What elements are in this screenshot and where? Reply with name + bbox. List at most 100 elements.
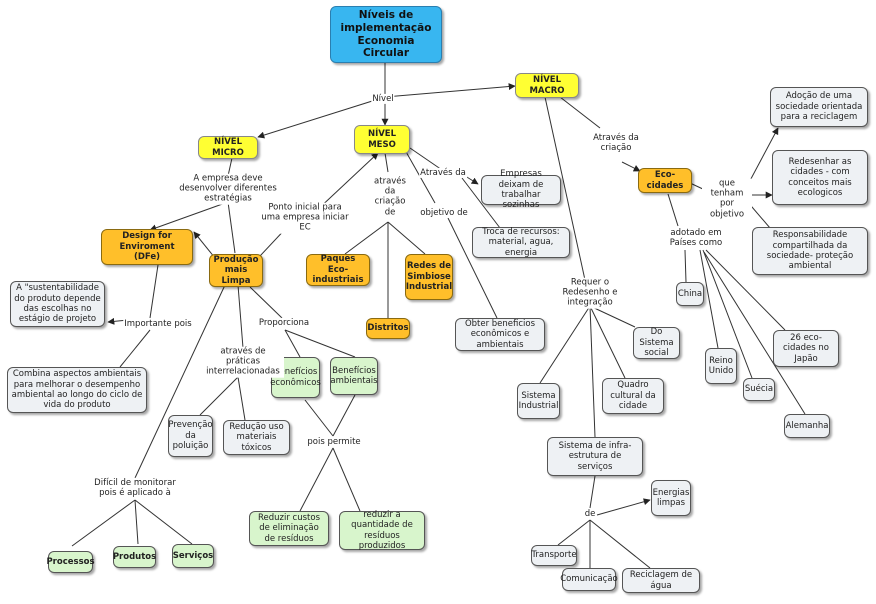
node-quadro-cultural[interactable]: Quadro cultural da cidade (602, 378, 664, 414)
link-label-praticas-text: através de práticas interrelacionadas (206, 346, 280, 378)
link-label-atraves-da: Através da (419, 167, 467, 179)
node-sistema-industrial-text: Sistema Industrial (518, 390, 559, 411)
node-responsabilidade-text: Responsabilidade compartilhada da socied… (766, 230, 854, 272)
node-suecia[interactable]: Suécia (743, 378, 775, 401)
link-label-requer-text: Requer o Redesenho e integração (562, 277, 618, 309)
node-sistema-social-text: Do Sistema social (639, 327, 674, 359)
node-paques-eco-industriais[interactable]: Paques Eco-industriais (306, 254, 370, 286)
node-ben-economicos-text: Benefícios econômicos (270, 367, 321, 388)
link-label-pois-permite: pois permite (306, 436, 362, 448)
node-reduzir-custos[interactable]: Reduzir custos de eliminação de resíduos (249, 511, 329, 546)
node-producao-text: Produção mais Limpa (213, 254, 259, 286)
node-responsabilidade[interactable]: Responsabilidade compartilhada da socied… (752, 227, 868, 275)
node-paques-text: Paques Eco-industriais (312, 254, 364, 286)
link-label-dificil: Difícil de monitorar pois é aplicado à (93, 477, 177, 499)
node-reduzir-custos-text: Reduzir custos de eliminação de resíduos (257, 512, 320, 544)
node-obter-beneficios[interactable]: Obter beneficios econômicos e ambientais (455, 318, 545, 351)
node-sustentabilidade-text: A "sustentabilidade do produto depende d… (14, 283, 101, 325)
node-nivel-macro-text: NÍVEL MACRO (529, 75, 565, 96)
node-producao-mais-limpa[interactable]: Produção mais Limpa (209, 254, 263, 287)
node-reducao-uso[interactable]: Redução uso materiais tóxicos (223, 420, 290, 455)
node-nivel-micro[interactable]: NÍVEL MICRO (198, 136, 258, 159)
node-energias-text: Energias limpas (652, 487, 690, 508)
node-reino-unido[interactable]: Reino Unido (705, 348, 737, 384)
link-label-empresa-deve-text: A empresa deve desenvolver diferentes es… (179, 173, 277, 205)
node-reciclagem-text: Reciclagem de água (629, 570, 693, 591)
node-produtos[interactable]: Produtos (113, 546, 156, 568)
node-distritos[interactable]: Distritos (366, 318, 410, 339)
node-sistema-industrial[interactable]: Sistema Industrial (517, 383, 560, 419)
node-redesenhar-text: Redesenhar as cidades - com conceitos ma… (788, 156, 852, 198)
node-energias-limpas[interactable]: Energias limpas (651, 480, 691, 516)
node-nivel-meso[interactable]: NÍVEL MESO (354, 125, 410, 154)
node-eco-cidades[interactable]: Eco-cidades (638, 168, 692, 193)
node-alemanha[interactable]: Alemanha (784, 414, 830, 438)
node-eco-cidades-japao[interactable]: 26 eco-cidades no Japão (773, 330, 839, 367)
node-transporte[interactable]: Transporte (531, 545, 577, 566)
node-ben-ambientais-text: Benefícios ambientais (330, 365, 378, 386)
node-servicos[interactable]: Serviços (172, 544, 214, 568)
node-distritos-text: Distritos (367, 323, 409, 334)
node-redes-simbiose[interactable]: Redes de Simbiose Industrial (405, 254, 453, 300)
link-label-requer: Requer o Redesenho e integração (554, 277, 626, 309)
link-label-atraves-criacao-meso: através da criação de (369, 176, 411, 218)
node-alemanha-text: Alemanha (785, 420, 829, 431)
node-comunicacao-text: Comunicação (560, 574, 618, 585)
node-design-for-environment[interactable]: Design for Enviroment (DFe) (101, 229, 193, 265)
node-reduzir-quantidade[interactable]: reduzir a quantidade de resíduos produzi… (339, 509, 425, 551)
link-label-praticas: através de práticas interrelacionadas (202, 346, 284, 378)
node-quadro-cultural-text: Quadro cultural da cidade (610, 380, 656, 412)
link-label-atraves-criacao-macro: Através da criação (589, 132, 643, 154)
node-comunicacao[interactable]: Comunicação (560, 568, 618, 591)
node-adocao-sociedade[interactable]: Adoção de uma sociedade orientada para a… (770, 87, 868, 127)
node-redesenhar-cidades[interactable]: Redesenhar as cidades - com conceitos ma… (772, 150, 868, 205)
node-processos[interactable]: Processos (46, 551, 95, 573)
node-troca-recursos[interactable]: Troca de recursos: material, agua, energ… (472, 227, 570, 258)
node-combina-aspectos[interactable]: Combina aspectos ambientais para melhora… (7, 367, 147, 413)
node-do-sistema-social[interactable]: Do Sistema social (633, 327, 680, 359)
node-prevencao-text: Prevenção da poluição (168, 420, 213, 452)
node-eco-cidades-text: Eco-cidades (646, 170, 684, 191)
node-reciclagem-agua[interactable]: Reciclagem de água (622, 568, 700, 593)
link-label-de: de (583, 508, 597, 520)
node-reduzir-qtd-text: reduzir a quantidade de resíduos produzi… (351, 509, 413, 551)
node-adocao-text: Adoção de uma sociedade orientada para a… (775, 91, 863, 123)
node-processos-text: Processos (46, 556, 95, 567)
link-label-empresa-deve: A empresa deve desenvolver diferentes es… (174, 173, 282, 205)
node-obter-text: Obter beneficios econômicos e ambientais (464, 318, 536, 350)
node-prevencao-poluicao[interactable]: Prevenção da poluição (168, 415, 213, 457)
link-label-atraves-criacao-meso-text: através da criação de (374, 176, 406, 218)
node-design-text: Design for Enviroment (DFe) (119, 231, 175, 263)
link-label-proporciona: Proporciona (257, 317, 311, 329)
node-suecia-text: Suécia (744, 384, 774, 395)
link-label-dificil-text: Difícil de monitorar pois é aplicado à (94, 477, 176, 498)
node-china[interactable]: China (676, 282, 704, 306)
node-infra-text: Sistema de infra-estrutura de serviços (558, 440, 632, 472)
node-empresas-deixam-text: Empresas deixam de trabalhar sozinhas (498, 169, 544, 211)
link-label-nivel: Nível (371, 93, 395, 105)
node-empresas-deixam[interactable]: Empresas deixam de trabalhar sozinhas (481, 169, 561, 210)
node-sustentabilidade[interactable]: A "sustentabilidade do produto depende d… (10, 281, 105, 327)
link-label-atraves-criacao-macro-text: Através da criação (593, 132, 639, 153)
node-nivel-micro-text: NÍVEL MICRO (212, 137, 244, 158)
node-combina-text: Combina aspectos ambientais para melhora… (11, 369, 143, 411)
node-nivel-meso-text: NÍVEL MESO (367, 129, 397, 150)
link-label-que-tenham: que tenham por objetivo (702, 178, 752, 220)
node-troca-text: Troca de recursos: material, agua, energ… (482, 226, 560, 258)
node-reino-unido-text: Reino Unido (708, 355, 734, 376)
node-infraestrutura[interactable]: Sistema de infra-estrutura de serviços (547, 437, 643, 476)
node-reducao-uso-text: Redução uso materiais tóxicos (229, 421, 284, 453)
main-title-text: Níveis de implementação Economia Circula… (340, 8, 432, 60)
node-servicos-text: Serviços (172, 550, 214, 561)
link-label-que-tenham-text: que tenham por objetivo (709, 178, 745, 220)
link-label-ponto-inicial: Ponto inicial para uma empresa iniciar E… (259, 202, 351, 234)
node-redes-text: Redes de Simbiose Industrial (405, 261, 453, 293)
node-produtos-text: Produtos (112, 551, 157, 562)
node-beneficios-ambientais[interactable]: Benefícios ambientais (330, 357, 378, 395)
node-eco-japao-text: 26 eco-cidades no Japão (783, 332, 829, 364)
link-label-ponto-inicial-text: Ponto inicial para uma empresa iniciar E… (261, 202, 349, 234)
link-label-importante-pois: Importante pois (123, 318, 193, 330)
node-nivel-macro[interactable]: NÍVEL MACRO (515, 73, 579, 98)
